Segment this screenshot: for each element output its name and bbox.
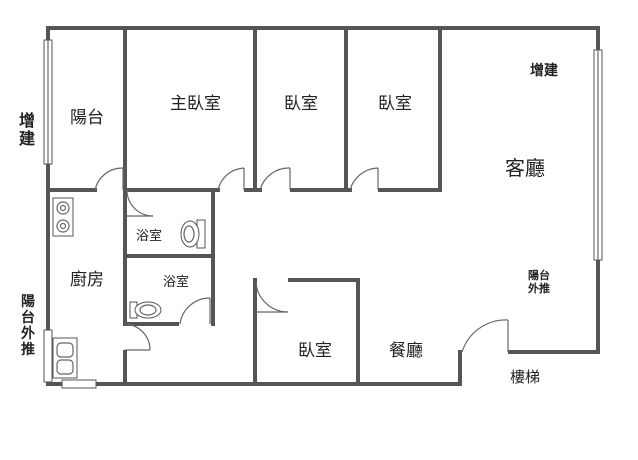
interior-walls — [46, 26, 442, 386]
room-label-dining-room: 餐廳 — [389, 341, 423, 361]
extension-label: 增 建 — [19, 111, 36, 149]
room-label-bathroom: 浴室 — [163, 275, 190, 290]
room-label-master-bedroom: 主臥室 — [170, 94, 221, 114]
room-label-kitchen: 廚房 — [70, 270, 104, 290]
windows — [43, 39, 603, 389]
toilet-icon — [180, 219, 206, 249]
toilet-icon — [129, 301, 162, 319]
extension-label: 增建 — [530, 63, 558, 79]
room-label-balcony: 陽台 — [70, 108, 104, 128]
room-label-bedroom: 臥室 — [378, 94, 412, 114]
room-label-bedroom: 臥室 — [298, 341, 332, 361]
room-label-bathroom: 浴室 — [136, 229, 163, 244]
outer-walls — [46, 26, 600, 386]
stove-icon — [52, 197, 74, 237]
balcony-extended-label: 陽台 外推 — [528, 269, 550, 295]
room-label-bedroom: 臥室 — [284, 94, 318, 114]
balcony-extended-label: 陽 台 外 推 — [21, 294, 35, 359]
doors — [94, 167, 509, 353]
room-label-living-room: 客廳 — [505, 156, 545, 180]
sink-icon — [52, 337, 78, 379]
stairs-label: 樓梯 — [510, 368, 541, 386]
